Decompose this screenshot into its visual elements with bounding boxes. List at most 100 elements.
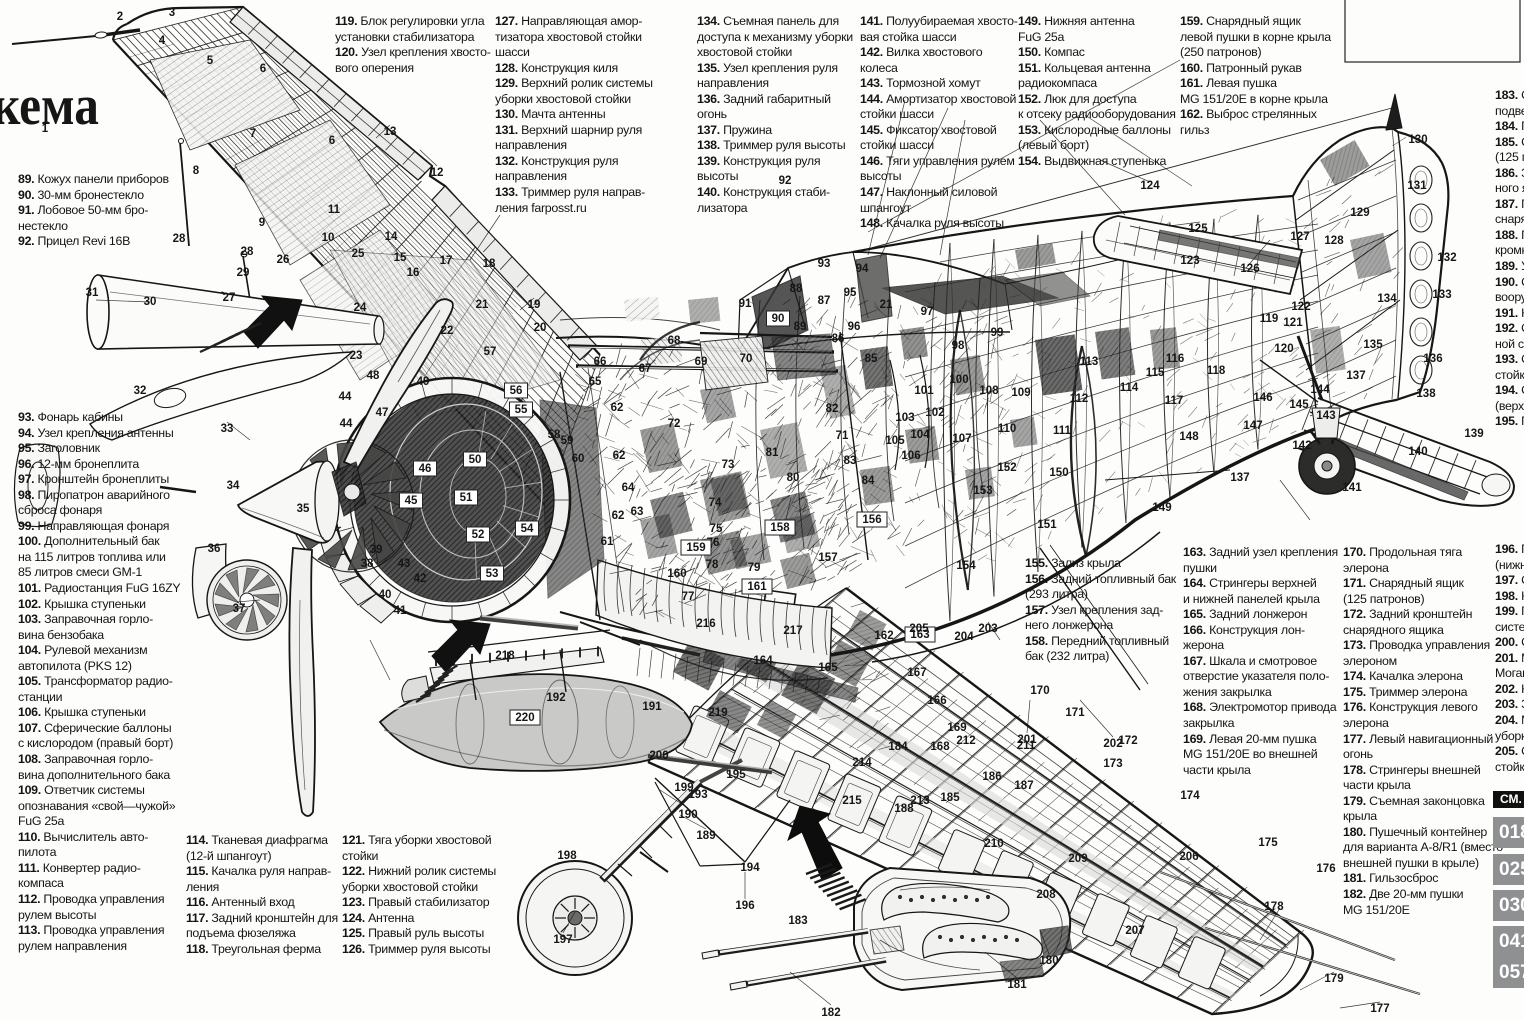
svg-text:154: 154 xyxy=(956,560,976,572)
svg-text:70: 70 xyxy=(740,353,753,365)
svg-text:124: 124 xyxy=(1140,180,1160,192)
svg-text:18: 18 xyxy=(483,258,496,270)
svg-text:56: 56 xyxy=(510,385,523,397)
svg-text:180: 180 xyxy=(1039,955,1058,967)
svg-text:28: 28 xyxy=(241,246,254,258)
svg-text:97: 97 xyxy=(921,306,934,318)
svg-text:24: 24 xyxy=(354,302,367,314)
svg-text:55: 55 xyxy=(515,404,528,416)
svg-text:184: 184 xyxy=(888,741,908,753)
svg-text:10: 10 xyxy=(322,232,335,244)
svg-text:144: 144 xyxy=(1310,384,1330,396)
svg-text:99: 99 xyxy=(991,327,1004,339)
svg-text:201: 201 xyxy=(1017,734,1037,746)
svg-text:67: 67 xyxy=(639,363,652,375)
svg-text:175: 175 xyxy=(1258,837,1278,849)
svg-text:108: 108 xyxy=(979,385,999,397)
svg-text:89: 89 xyxy=(794,321,807,333)
svg-text:46: 46 xyxy=(419,463,432,475)
svg-text:143: 143 xyxy=(1316,410,1335,422)
svg-text:52: 52 xyxy=(472,529,485,541)
svg-text:190: 190 xyxy=(678,809,697,821)
svg-text:153: 153 xyxy=(973,485,992,497)
svg-text:33: 33 xyxy=(221,423,234,435)
svg-text:62: 62 xyxy=(613,450,626,462)
svg-text:31: 31 xyxy=(86,287,99,299)
svg-text:161: 161 xyxy=(747,581,767,593)
svg-text:62: 62 xyxy=(612,510,625,522)
svg-text:149: 149 xyxy=(1152,502,1171,514)
svg-text:92: 92 xyxy=(779,175,792,187)
svg-text:94: 94 xyxy=(856,263,869,275)
svg-text:209: 209 xyxy=(1068,853,1087,865)
svg-text:28: 28 xyxy=(173,233,186,245)
svg-text:118: 118 xyxy=(1207,365,1226,377)
svg-text:156: 156 xyxy=(862,514,881,526)
svg-text:82: 82 xyxy=(826,403,839,415)
svg-text:98: 98 xyxy=(952,340,965,352)
svg-text:126: 126 xyxy=(1240,263,1259,275)
svg-text:74: 74 xyxy=(709,497,722,509)
svg-text:66: 66 xyxy=(594,356,607,368)
svg-text:48: 48 xyxy=(367,370,380,382)
svg-text:65: 65 xyxy=(589,376,602,388)
svg-text:211: 211 xyxy=(1017,740,1036,752)
svg-text:182: 182 xyxy=(821,1007,840,1019)
svg-text:178: 178 xyxy=(1264,901,1284,913)
svg-text:35: 35 xyxy=(297,503,310,515)
svg-text:83: 83 xyxy=(844,455,857,467)
svg-text:185: 185 xyxy=(940,792,960,804)
svg-text:6: 6 xyxy=(260,63,266,75)
svg-text:172: 172 xyxy=(1118,735,1137,747)
svg-text:61: 61 xyxy=(601,536,614,548)
svg-text:141: 141 xyxy=(1342,482,1362,494)
svg-text:186: 186 xyxy=(982,771,1001,783)
svg-text:176: 176 xyxy=(1316,863,1335,875)
svg-text:139: 139 xyxy=(1464,428,1483,440)
svg-text:196: 196 xyxy=(735,900,754,912)
svg-text:9: 9 xyxy=(259,217,265,229)
svg-text:29: 29 xyxy=(237,267,250,279)
svg-text:160: 160 xyxy=(667,568,686,580)
svg-text:165: 165 xyxy=(818,662,838,674)
svg-text:218: 218 xyxy=(495,650,515,662)
svg-text:194: 194 xyxy=(740,862,760,874)
svg-text:34: 34 xyxy=(227,480,240,492)
svg-text:53: 53 xyxy=(486,568,499,580)
svg-text:8: 8 xyxy=(193,165,200,177)
svg-text:169: 169 xyxy=(947,722,966,734)
svg-text:113: 113 xyxy=(1080,356,1099,368)
svg-text:174: 174 xyxy=(1180,790,1200,802)
svg-text:207: 207 xyxy=(1125,925,1144,937)
svg-text:23: 23 xyxy=(350,350,363,362)
svg-text:137: 137 xyxy=(1230,472,1249,484)
svg-text:47: 47 xyxy=(376,407,389,419)
svg-text:103: 103 xyxy=(895,412,914,424)
svg-text:73: 73 xyxy=(722,459,735,471)
svg-text:84: 84 xyxy=(862,475,875,487)
svg-text:117: 117 xyxy=(1165,395,1184,407)
svg-text:36: 36 xyxy=(208,543,221,555)
svg-text:20: 20 xyxy=(534,322,547,334)
svg-text:122: 122 xyxy=(1291,301,1310,313)
svg-text:21: 21 xyxy=(476,299,489,311)
svg-text:17: 17 xyxy=(440,255,453,267)
svg-text:88: 88 xyxy=(790,283,803,295)
svg-text:44: 44 xyxy=(340,418,353,430)
svg-text:43: 43 xyxy=(398,558,411,570)
svg-text:110: 110 xyxy=(998,423,1017,435)
svg-text:193: 193 xyxy=(688,789,707,801)
svg-text:25: 25 xyxy=(352,248,365,260)
svg-text:75: 75 xyxy=(710,523,723,535)
svg-text:78: 78 xyxy=(706,559,719,571)
svg-text:123: 123 xyxy=(1180,255,1199,267)
svg-text:57: 57 xyxy=(484,346,497,358)
svg-text:203: 203 xyxy=(978,623,997,635)
svg-text:183: 183 xyxy=(788,915,807,927)
svg-text:133: 133 xyxy=(1432,289,1451,301)
svg-text:219: 219 xyxy=(708,707,727,719)
svg-text:16: 16 xyxy=(407,267,420,279)
svg-text:173: 173 xyxy=(1103,758,1122,770)
svg-text:213: 213 xyxy=(910,795,929,807)
svg-text:59: 59 xyxy=(561,435,574,447)
